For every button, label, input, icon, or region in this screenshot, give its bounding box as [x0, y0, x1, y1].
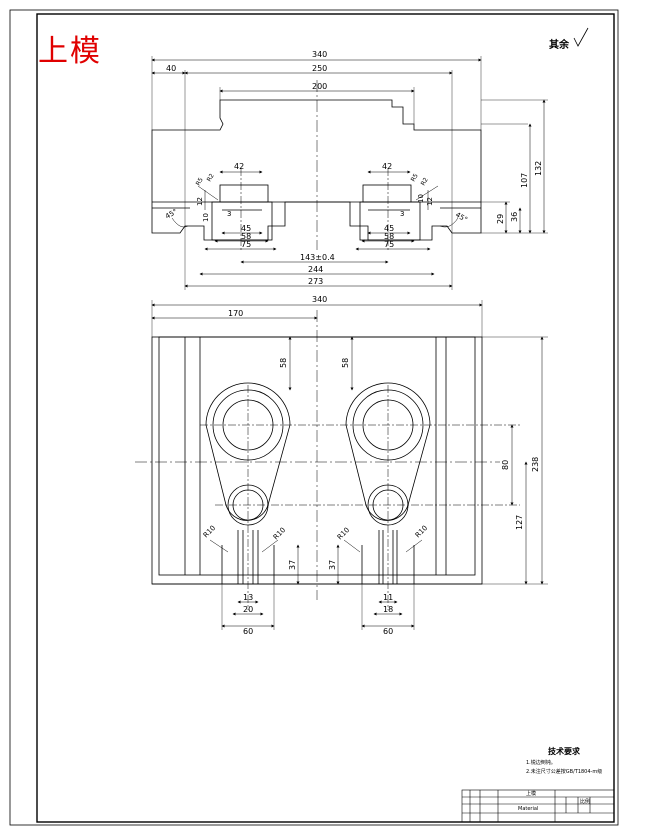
sheet-inner-border: [36, 13, 615, 823]
dim-width-200: 200: [312, 82, 327, 91]
dim-45-right: 45: [384, 224, 394, 233]
dim-width-60-left: 60: [243, 627, 253, 636]
title-block: [461, 789, 615, 823]
dim-10-left: 10: [202, 213, 210, 222]
tech-req-line-1: 1.锐边倒钝。: [526, 759, 556, 766]
roughness-symbol: [573, 27, 589, 47]
dim-58-right-plan: 58: [341, 358, 350, 368]
dim-width-18: 18: [383, 605, 393, 614]
dim-3-right: 3: [400, 210, 404, 218]
title-block-scale: 比例: [580, 798, 590, 805]
roughness-note: 其余: [549, 38, 570, 51]
title-block-name: 上模: [526, 790, 536, 797]
dim-boss-42-right: 42: [382, 162, 392, 171]
title-block-material: Material: [518, 806, 538, 812]
dim-58-left: 58: [241, 232, 251, 241]
tech-req-heading: 技术要求: [548, 746, 581, 756]
dim-12-right: 12: [426, 197, 434, 206]
dim-r2-right: R2: [420, 176, 430, 187]
drawing-title: 上模: [38, 34, 102, 69]
dim-overall-width-plan: 340: [312, 295, 327, 304]
dim-r10-1: R10: [202, 524, 217, 539]
dim-angle-right: 45°: [454, 211, 469, 224]
dim-58-right: 58: [384, 232, 394, 241]
dim-height-107: 107: [520, 173, 529, 188]
technical-requirements: 技术要求 1.锐边倒钝。 2.未注尺寸公差按GB/T1804-m级: [526, 746, 602, 775]
top-view-dimensions: [151, 58, 546, 288]
dim-height-132: 132: [534, 161, 543, 176]
dim-width-13: 13: [243, 593, 253, 602]
dim-width-11: 11: [383, 593, 393, 602]
dim-80: 80: [501, 460, 510, 470]
dim-r10-3: R10: [336, 526, 351, 541]
sheet-outer-border: [9, 9, 619, 826]
dim-75-right: 75: [384, 240, 394, 249]
top-view: [151, 56, 548, 290]
plan-view: [135, 300, 548, 630]
dim-238: 238: [531, 457, 540, 472]
dim-width-20: 20: [243, 605, 253, 614]
dim-r5-left: R5: [195, 176, 205, 187]
dim-45-left: 45: [241, 224, 251, 233]
dim-r2-left: R2: [206, 172, 216, 183]
dim-r10-2: R10: [272, 526, 287, 541]
dim-r5-right: R5: [410, 172, 420, 183]
dim-273: 273: [308, 277, 323, 286]
dim-width-250: 250: [312, 64, 327, 73]
dim-37-right: 37: [328, 560, 337, 570]
dim-width-60-right: 60: [383, 627, 393, 636]
dim-37-left: 37: [288, 560, 297, 570]
dim-244: 244: [308, 265, 323, 274]
dim-half-width: 170: [228, 309, 243, 318]
dim-127: 127: [515, 515, 524, 530]
dim-height-29: 29: [496, 214, 505, 224]
dim-r10-4: R10: [414, 524, 429, 539]
dim-143-tolerance: 143±0.4: [300, 253, 335, 262]
plan-view-dimensions: [151, 303, 544, 628]
dim-angle-left: 45°: [164, 208, 179, 221]
dim-75-left: 75: [241, 240, 251, 249]
dim-boss-42-left: 42: [234, 162, 244, 171]
dim-height-36: 36: [510, 212, 519, 222]
tech-req-line-2: 2.未注尺寸公差按GB/T1804-m级: [526, 768, 602, 775]
dim-overall-width-top: 340: [312, 50, 327, 59]
dim-12-left: 12: [196, 197, 204, 206]
dim-offset-left: 40: [166, 64, 176, 73]
dim-3-left: 3: [227, 210, 231, 218]
dim-58-left-plan: 58: [279, 358, 288, 368]
dim-10-right: 10: [417, 194, 425, 203]
top-view-outline: [151, 99, 482, 241]
